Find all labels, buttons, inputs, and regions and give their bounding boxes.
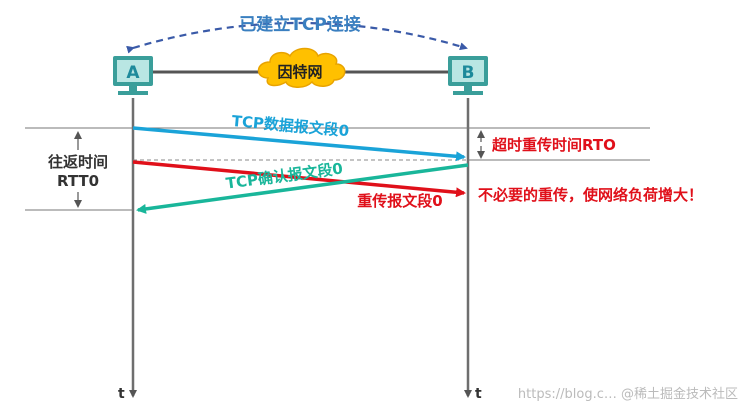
retransmission-label: 重传报文段0	[357, 192, 442, 210]
data-segment-label: TCP数据报文段0	[231, 112, 350, 140]
computer-a-icon	[113, 56, 153, 95]
connection-arc	[126, 21, 468, 54]
host-a-label: A	[126, 63, 140, 83]
rtt-label: 往返时间	[48, 153, 108, 171]
rtt-value: RTT0	[57, 172, 99, 190]
unneeded-retrans-note: 不必要的重传，使网络负荷增大！	[478, 186, 703, 204]
data-segment-arrow	[132, 126, 466, 162]
connection-title: 已建立TCP连接	[239, 14, 361, 35]
ack-segment-arrow	[136, 163, 469, 214]
internet-cloud-icon	[257, 47, 346, 88]
retransmission-arrow	[132, 160, 466, 198]
watermark: https://blog.c… @稀土掘金技术社区	[518, 386, 738, 402]
time-axis-a-label: t	[118, 386, 125, 402]
ack-segment-label: TCP确认报文段0	[225, 159, 344, 192]
rto-label: 超时重传时间RTO	[491, 136, 616, 154]
host-b-label: B	[462, 63, 475, 83]
network-label: 因特网	[277, 63, 322, 81]
time-axis-b-label: t	[475, 386, 482, 402]
computer-b-icon	[448, 56, 488, 95]
